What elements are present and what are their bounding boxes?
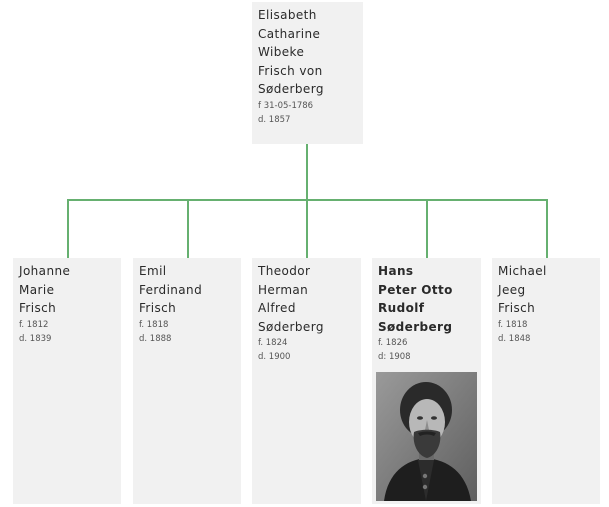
portrait-photo bbox=[376, 372, 477, 501]
birth-date: f. 1824 bbox=[258, 338, 288, 348]
connector-child-3 bbox=[306, 199, 308, 259]
birth-date: f. 1818 bbox=[498, 319, 528, 330]
portrait-icon bbox=[376, 372, 477, 501]
birth-date: f. 1818 bbox=[139, 319, 169, 330]
death-date: d. 1839 bbox=[19, 333, 52, 344]
connector-child-4 bbox=[426, 199, 428, 259]
birth-date: f. 1812 bbox=[19, 319, 49, 330]
connector-child-2 bbox=[187, 199, 189, 259]
death-date: d. 1888 bbox=[139, 333, 172, 344]
death-date: d. 1857 bbox=[258, 114, 291, 125]
person-child-2[interactable]: Emil Ferdinand Frisch f. 1818 d. 1888 bbox=[133, 258, 241, 504]
death-date: d: 1908 bbox=[378, 352, 411, 362]
person-root[interactable]: Elisabeth Catharine Wibeke Frisch von Sø… bbox=[252, 2, 363, 144]
person-name: Theodor Herman Alfred Søderberg bbox=[258, 264, 324, 334]
death-date: d. 1900 bbox=[258, 352, 291, 362]
birth-date: f 31-05-1786 bbox=[258, 100, 314, 111]
birth-date: f. 1826 bbox=[378, 338, 408, 348]
person-child-5[interactable]: Michael Jeeg Frisch f. 1818 d. 1848 bbox=[492, 258, 600, 504]
person-child-1[interactable]: Johanne Marie Frisch f. 1812 d. 1839 bbox=[13, 258, 121, 504]
person-name: Emil Ferdinand Frisch bbox=[139, 264, 203, 315]
person-child-3[interactable]: Theodor Herman Alfred Søderberg f. 1824 … bbox=[252, 258, 361, 504]
person-name: Hans Peter Otto Rudolf Søderberg bbox=[378, 264, 453, 334]
connector-child-1 bbox=[67, 199, 69, 259]
person-name: Michael Jeeg Frisch bbox=[498, 264, 547, 315]
person-name: Johanne Marie Frisch bbox=[19, 264, 71, 315]
connector-root-down bbox=[306, 143, 308, 200]
person-name: Elisabeth Catharine Wibeke Frisch von Sø… bbox=[258, 8, 324, 96]
connector-child-5 bbox=[546, 199, 548, 259]
death-date: d. 1848 bbox=[498, 333, 531, 344]
